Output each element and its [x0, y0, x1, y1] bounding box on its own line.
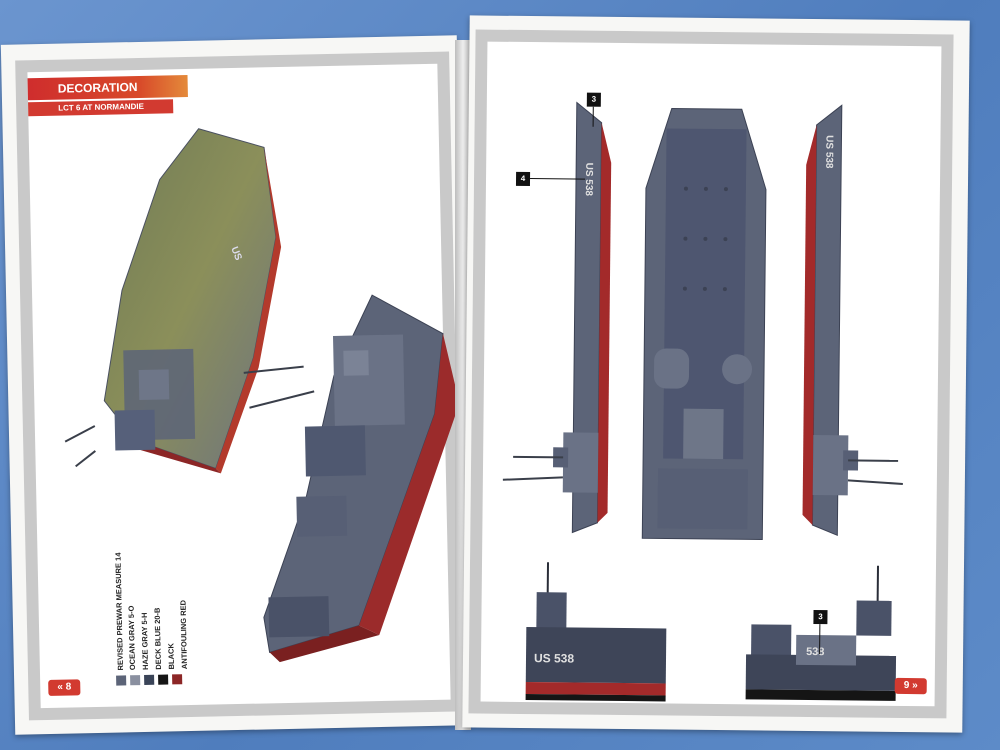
- hull-marking-iso: US: [228, 245, 243, 262]
- ship-view-port-side: US 538: [502, 101, 612, 534]
- callout-4: 4: [515, 171, 531, 187]
- swatch-deck-blue: [144, 674, 155, 685]
- section-title: DECORATION: [27, 74, 188, 101]
- hull-marking-stern: US 538: [534, 651, 574, 665]
- page-frame-left: DECORATION LCT 6 AT NORMANDIE US: [15, 51, 463, 721]
- callout-3-bow: 3: [813, 610, 828, 625]
- ship-view-starboard-side: US 538: [802, 104, 903, 537]
- instruction-page-right: US 538 US 538 3: [462, 15, 970, 733]
- hull-marking-port: US 538: [583, 163, 594, 197]
- ship-view-iso-stern: [243, 294, 460, 663]
- ship-view-iso-top: US: [64, 128, 282, 474]
- callout-3-top: 3: [586, 92, 601, 107]
- hull-marking-starboard: US 538: [823, 135, 834, 169]
- swatch-ocean-gray: [116, 675, 127, 686]
- page-frame-right: US 538 US 538 3: [468, 29, 954, 719]
- color-legend: REVISED PREWAR MEASURE 14 OCEAN GRAY 5-O…: [113, 529, 206, 686]
- swatch-black: [158, 674, 169, 685]
- ship-view-top-deck: [641, 108, 767, 540]
- page-number-left: « 8: [48, 679, 81, 696]
- ship-view-stern: US 538: [525, 562, 667, 702]
- section-subtitle: LCT 6 AT NORMANDIE: [28, 99, 174, 117]
- page-number-right: 9 »: [894, 677, 927, 695]
- hull-marking-bow: 538: [806, 646, 824, 658]
- legend-item: ANTIFOULING RED: [178, 599, 189, 670]
- instruction-page-left: DECORATION LCT 6 AT NORMANDIE US: [0, 35, 472, 735]
- legend-swatches: [116, 674, 183, 686]
- ship-view-bow: 538: [745, 565, 897, 701]
- swatch-antifouling-red: [172, 674, 183, 685]
- swatch-haze-gray: [130, 675, 141, 686]
